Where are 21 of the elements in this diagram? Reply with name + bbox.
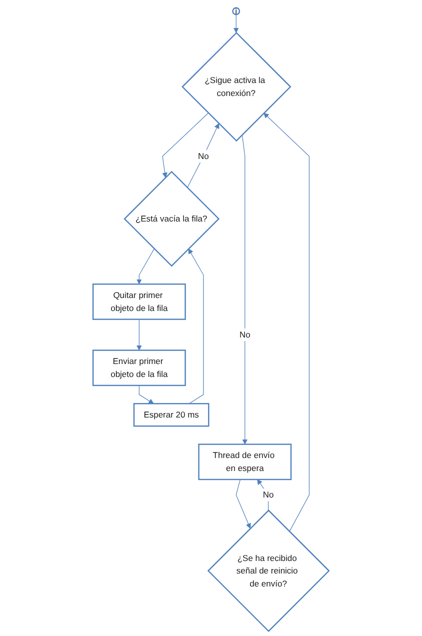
node-box: Thread de envío en espera [198, 444, 292, 480]
node-box: Esperar 20 ms [133, 403, 210, 427]
arrow [233, 14, 239, 34]
node-box: Quitar primer objeto de la fila [92, 284, 186, 320]
arrow [264, 112, 310, 532]
arrow [187, 123, 220, 188]
arrow [138, 385, 154, 404]
node-diamond: ¿Sigue activa la conexión? [182, 32, 292, 142]
node-diamond: ¿Está vacía la fila? [124, 170, 220, 267]
edge-label: No [239, 330, 250, 340]
arrow [188, 248, 204, 404]
arrow [242, 134, 248, 445]
arrow [162, 112, 209, 178]
edge-label: No [198, 151, 209, 161]
arrow [236, 479, 251, 529]
node-box: Enviar primer objeto de la fila [92, 350, 186, 386]
arrow [136, 319, 142, 350]
edge-label: No [262, 490, 274, 500]
arrow [136, 248, 154, 284]
node-diamond: ¿Se ha recibido señal de reinicio de envío? [207, 510, 330, 632]
node-circle: i [232, 7, 240, 16]
